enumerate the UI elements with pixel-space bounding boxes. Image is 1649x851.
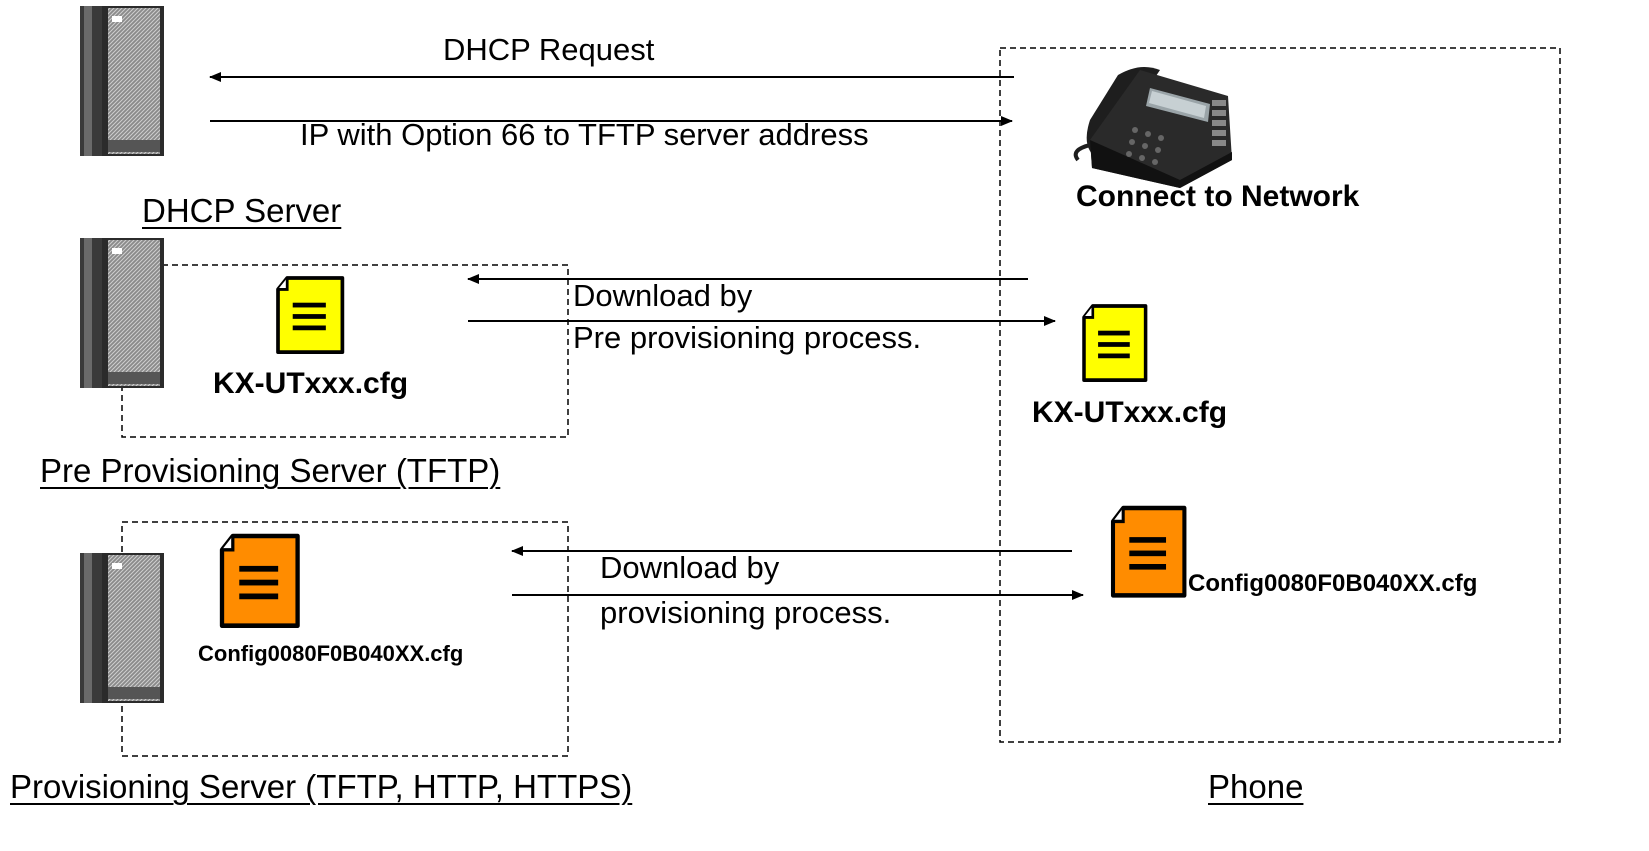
file-icon (1113, 508, 1184, 595)
phone-file2-label: Config0080F0B040XX.cfg (1188, 570, 1478, 597)
file-icon (222, 536, 298, 626)
phone-icon (1073, 66, 1232, 188)
pre-server-file-label: KX-UTxxx.cfg (213, 367, 409, 400)
pre-download-label-1: Download by (573, 278, 753, 313)
prov-server-label: Provisioning Server (TFTP, HTTP, HTTPS) (10, 768, 633, 805)
dhcp-request-label: DHCP Request (443, 32, 655, 67)
file-icon (276, 276, 345, 355)
phone-file1-label: KX-UTxxx.cfg (1032, 396, 1228, 429)
phone-label: Phone (1208, 768, 1304, 805)
pre-download-label-2: Pre provisioning process. (573, 320, 922, 355)
file-icon (1082, 304, 1148, 383)
prov-download-label-1: Download by (600, 550, 780, 585)
server-icon (80, 6, 164, 156)
phone-boundary (999, 47, 1561, 743)
pre-server-boundary (121, 264, 569, 438)
prov-server-boundary (121, 521, 569, 757)
prov-server-file-label: Config0080F0B040XX.cfg (198, 641, 464, 666)
connect-to-network-label: Connect to Network (1076, 180, 1360, 213)
pre-server-label: Pre Provisioning Server (TFTP) (40, 452, 501, 489)
dhcp-reply-label: IP with Option 66 to TFTP server address (300, 117, 869, 152)
server-icon (80, 553, 164, 703)
prov-download-label-2: provisioning process. (600, 595, 892, 630)
server-icon (80, 238, 164, 388)
dhcp-server-label: DHCP Server (142, 192, 342, 229)
